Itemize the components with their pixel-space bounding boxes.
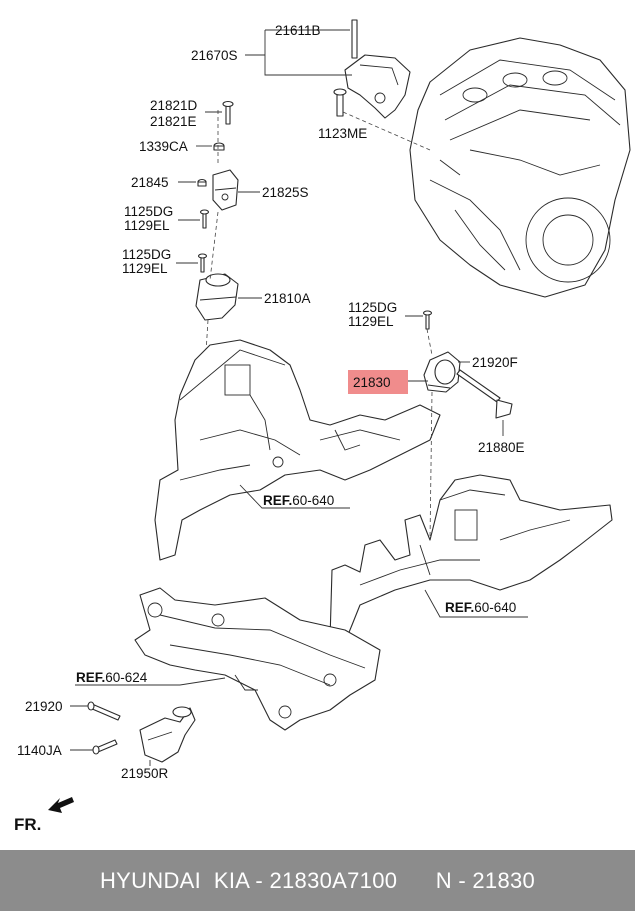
mount-21810a-illustration xyxy=(195,273,239,321)
bolt-1125dg-c-illustration xyxy=(422,310,433,330)
ref-prefix: REF. xyxy=(263,493,292,508)
footer-bar: HYUNDAI KIA - 21830A7100 N - 21830 xyxy=(0,850,635,911)
bolt-1125dg-b-illustration xyxy=(197,253,208,273)
ref-60-624: REF.60-624 xyxy=(76,670,148,685)
ref-number: 60-624 xyxy=(105,670,148,685)
ref-number: 60-640 xyxy=(292,493,334,508)
right-frame-illustration xyxy=(329,474,613,643)
label-21830: 21830 xyxy=(353,375,391,390)
label-1129el-c: 1129EL xyxy=(348,314,394,329)
ref-prefix: REF. xyxy=(76,670,105,685)
nut-21845-illustration xyxy=(197,178,207,187)
nut-1339ca-illustration xyxy=(213,142,225,151)
ref-60-640-left: REF.60-640 xyxy=(263,493,334,508)
left-frame-illustration xyxy=(154,339,441,561)
parts-diagram: 21611B 21670S 21821D 21821E 1123ME 1339C… xyxy=(14,19,631,834)
bolt-1140ja-illustration xyxy=(92,739,118,755)
ref-number: 60-640 xyxy=(474,600,516,615)
label-21810a: 21810A xyxy=(264,291,311,306)
bracket-21825s-illustration xyxy=(212,169,239,211)
front-label: FR. xyxy=(14,815,41,834)
bolt-21821d-illustration xyxy=(222,100,234,125)
label-21920f: 21920F xyxy=(472,355,518,370)
label-21611b: 21611B xyxy=(275,23,321,38)
label-21821e: 21821E xyxy=(150,114,197,129)
leader-lines xyxy=(70,29,528,766)
ref-60-640-right: REF.60-640 xyxy=(445,600,516,615)
label-1339ca: 1339CA xyxy=(139,139,188,154)
label-21950r: 21950R xyxy=(121,766,169,781)
label-21670s: 21670S xyxy=(191,48,238,63)
label-21880e: 21880E xyxy=(478,440,525,455)
bolt-21920-illustration xyxy=(87,701,121,721)
mount-21950r-illustration xyxy=(139,706,196,763)
subframe-illustration xyxy=(134,587,381,731)
bolt-1125dg-a-illustration xyxy=(199,209,210,229)
footer-part-number: HYUNDAI KIA - 21830A7100 N - 21830 xyxy=(99,867,536,893)
bolt-21920f-illustration xyxy=(456,369,501,403)
label-1125dg-a: 1125DG xyxy=(124,204,173,219)
ref-prefix: REF. xyxy=(445,600,474,615)
label-21920: 21920 xyxy=(25,699,63,714)
engine-block-illustration xyxy=(409,37,631,298)
label-1125dg-c: 1125DG xyxy=(348,300,397,315)
dashed-guide-1123me xyxy=(342,111,431,151)
label-1125dg-b: 1125DG xyxy=(122,247,171,262)
label-21825s: 21825S xyxy=(262,185,309,200)
label-1140ja: 1140JA xyxy=(17,743,62,758)
highlight-21830 xyxy=(348,370,408,394)
bracket-21880e-illustration xyxy=(495,399,513,419)
label-21821d: 21821D xyxy=(150,98,198,113)
dashed-guide-right xyxy=(426,328,433,541)
label-1129el-b: 1129EL xyxy=(122,261,168,276)
label-1123me: 1123ME xyxy=(318,126,367,141)
mount-21830-illustration xyxy=(423,351,461,393)
front-arrow-icon xyxy=(48,797,74,813)
label-21845: 21845 xyxy=(131,175,169,190)
label-1129el-a: 1129EL xyxy=(124,218,170,233)
bracket-21670s-illustration xyxy=(333,19,411,119)
